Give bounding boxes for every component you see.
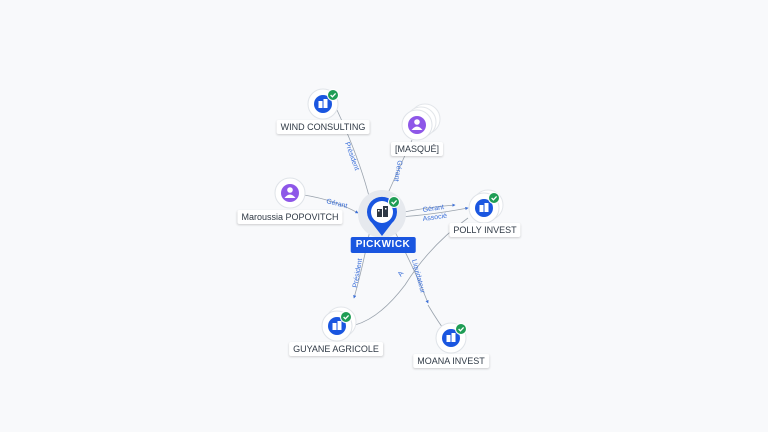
building-icon (318, 99, 328, 108)
check-icon (343, 314, 350, 320)
node-label-guyane-agricole[interactable]: GUYANE AGRICOLE (289, 342, 383, 356)
edge-label: Président (352, 258, 364, 288)
edge-label: A (397, 270, 406, 278)
center-node[interactable] (358, 190, 406, 238)
edge-label: Liquidateur (410, 259, 426, 295)
check-icon (330, 92, 337, 98)
node-moana-invest[interactable] (435, 322, 467, 354)
node-guyane-agricole[interactable] (321, 306, 357, 342)
edge-polly-guyane (354, 217, 469, 326)
edge-marou-gerant (303, 194, 359, 214)
person-icon (284, 187, 296, 198)
building-icon (446, 333, 456, 342)
edge-wind-president (336, 109, 371, 201)
check-icon (458, 326, 465, 332)
node-label-wind-consulting[interactable]: WIND CONSULTING (276, 120, 370, 134)
node-label-moana-invest[interactable]: MOANA INVEST (413, 354, 489, 368)
node-maroussia-popovitch[interactable] (274, 177, 306, 209)
edge-label: Associé (422, 213, 447, 223)
building-icon (332, 321, 342, 330)
edge-label: Président (343, 141, 360, 171)
node-label-maroussia-popovitch[interactable]: Maroussia POPOVITCH (237, 210, 343, 224)
check-icon (391, 199, 398, 205)
center-node-label[interactable]: PICKWICK (350, 237, 416, 253)
building-icon (377, 206, 388, 217)
edge-label: Gérant (392, 160, 403, 182)
building-icon (479, 203, 489, 212)
edge-label: Gérant (422, 204, 444, 214)
person-icon (411, 119, 423, 130)
node-wind-consulting[interactable] (307, 88, 339, 120)
check-icon (491, 195, 498, 201)
node-masque[interactable] (401, 103, 441, 141)
node-label-masque[interactable]: [MASQUÉ] (390, 142, 444, 156)
node-polly-invest[interactable] (468, 189, 504, 224)
node-label-polly-invest[interactable]: POLLY INVEST (449, 223, 521, 237)
edge-label: Gérant (326, 198, 349, 210)
